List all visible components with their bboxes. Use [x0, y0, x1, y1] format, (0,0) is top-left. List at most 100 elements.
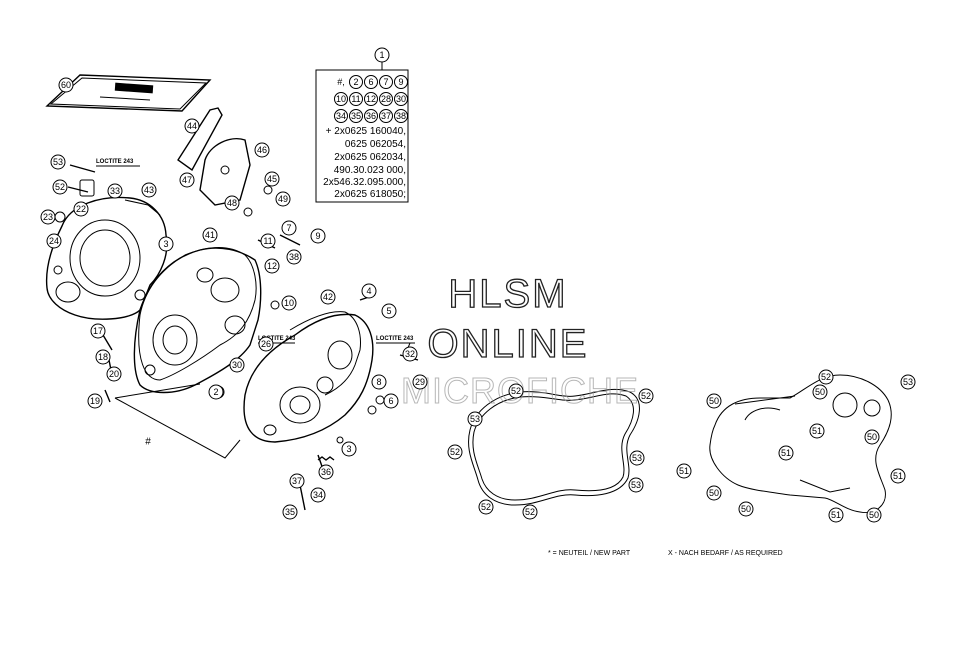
callout-circle [73, 201, 89, 217]
callout-circle [46, 233, 62, 249]
callout-number: 49 [278, 194, 288, 204]
kit-subpart: 7 [379, 75, 393, 89]
callout-number: 44 [187, 121, 197, 131]
callout-number: 36 [321, 467, 331, 477]
callout-circle [522, 504, 538, 520]
callout-26: 26 [258, 336, 274, 352]
callout-number: 42 [323, 292, 333, 302]
callout-5: 5 [381, 303, 397, 319]
callout-52f: 52 [522, 504, 538, 520]
callout-circle [254, 142, 270, 158]
callout-circle [371, 374, 387, 390]
callout-number: 51 [812, 426, 822, 436]
callout-circle [402, 346, 418, 362]
callout-number: 3 [163, 239, 168, 249]
callout-53e: 53 [628, 477, 644, 493]
callout-number: 33 [110, 186, 120, 196]
callout-number: 32 [405, 349, 415, 359]
gasket-center [468, 388, 640, 506]
kit-subpart: 37 [379, 109, 393, 123]
callout-circle [706, 393, 722, 409]
kit-subpart: 6 [364, 75, 378, 89]
callout-number: 38 [289, 252, 299, 262]
callout-number: 45 [267, 174, 277, 184]
callout-number: 10 [284, 298, 294, 308]
callout-44: 44 [184, 118, 200, 134]
callout-30: 30 [229, 357, 245, 373]
callout-circle [87, 393, 103, 409]
kit-subpart: 34 [334, 109, 348, 123]
gasket-right [709, 374, 892, 514]
callout-number: 43 [144, 185, 154, 195]
callout-number: 34 [313, 490, 323, 500]
callout-circle [738, 501, 754, 517]
callout-number: 50 [741, 504, 751, 514]
callout-circle [478, 499, 494, 515]
callout-number: 50 [869, 510, 879, 520]
callout-19: 19 [87, 393, 103, 409]
callout-circle [676, 463, 692, 479]
kit-subpart: 9 [394, 75, 408, 89]
kit-subpart: 2 [349, 75, 363, 89]
callout-38: 38 [286, 249, 302, 265]
kit-line-3: 2x0625 062034, [334, 152, 406, 163]
callout-circle [341, 441, 357, 457]
callout-circle [890, 468, 906, 484]
kit-subpart-number: 30 [396, 94, 406, 104]
kit-subpart-number: 11 [351, 94, 360, 104]
callout-circle [90, 323, 106, 339]
callout-circle [229, 357, 245, 373]
callout-circle [778, 445, 794, 461]
callout-45: 45 [264, 171, 280, 187]
watermark: MICROFICHE HLSM ONLINE [401, 271, 639, 411]
callout-number: 50 [709, 396, 719, 406]
callout-number: 11 [263, 236, 272, 246]
callout-number: 51 [831, 510, 841, 520]
kit-line-2: 0625 062054, [345, 139, 406, 150]
kit-subpart: 38 [394, 109, 408, 123]
legend: * = NEUTEIL / NEW PART X - NACH BEDARF /… [548, 550, 783, 557]
callout-circle [40, 209, 56, 225]
callout-number: 52 [821, 372, 831, 382]
kit-line-6: 2x0625 618050; [334, 189, 406, 200]
callout-11: 11 [260, 233, 276, 249]
callout-number: 2 [213, 387, 218, 397]
callout-number: 22 [76, 204, 86, 214]
callout-circle [508, 383, 524, 399]
kit-subpart: 35 [349, 109, 363, 123]
kit-subpart: 28 [379, 92, 393, 106]
callout-number: 52 [481, 502, 491, 512]
callout-circle [289, 473, 305, 489]
kit-subpart-number: 37 [381, 111, 391, 121]
callout-number: 20 [109, 369, 119, 379]
callout-35: 35 [282, 504, 298, 520]
callout-circle [866, 507, 882, 523]
left-crankcase [133, 247, 262, 394]
callout-52c: 52 [447, 444, 463, 460]
callout-10: 10 [281, 295, 297, 311]
callout-23: 23 [40, 209, 56, 225]
callout-46: 46 [254, 142, 270, 158]
callout-circle [900, 374, 916, 390]
callout-number: 24 [49, 236, 59, 246]
callout-circle [202, 227, 218, 243]
callout-circle [383, 393, 399, 409]
callout-circle [264, 171, 280, 187]
callout-41: 41 [202, 227, 218, 243]
kit-subpart-number: 6 [368, 77, 373, 87]
callout-circle [258, 336, 274, 352]
callout-circle [52, 179, 68, 195]
callout-number: 51 [781, 448, 791, 458]
callout-22: 22 [73, 201, 89, 217]
callout-37: 37 [289, 473, 305, 489]
callout-circle [628, 477, 644, 493]
callout-number: 53 [631, 480, 641, 490]
callout-60: 60 [58, 77, 74, 93]
callout-number: 41 [205, 230, 215, 240]
callout-29: 29 [412, 374, 428, 390]
kit-subpart: 10 [334, 92, 348, 106]
callout-33: 33 [107, 183, 123, 199]
callout-7: 7 [281, 220, 297, 236]
callout-number: 52 [641, 391, 651, 401]
kit-subpart-number: 34 [336, 111, 346, 121]
